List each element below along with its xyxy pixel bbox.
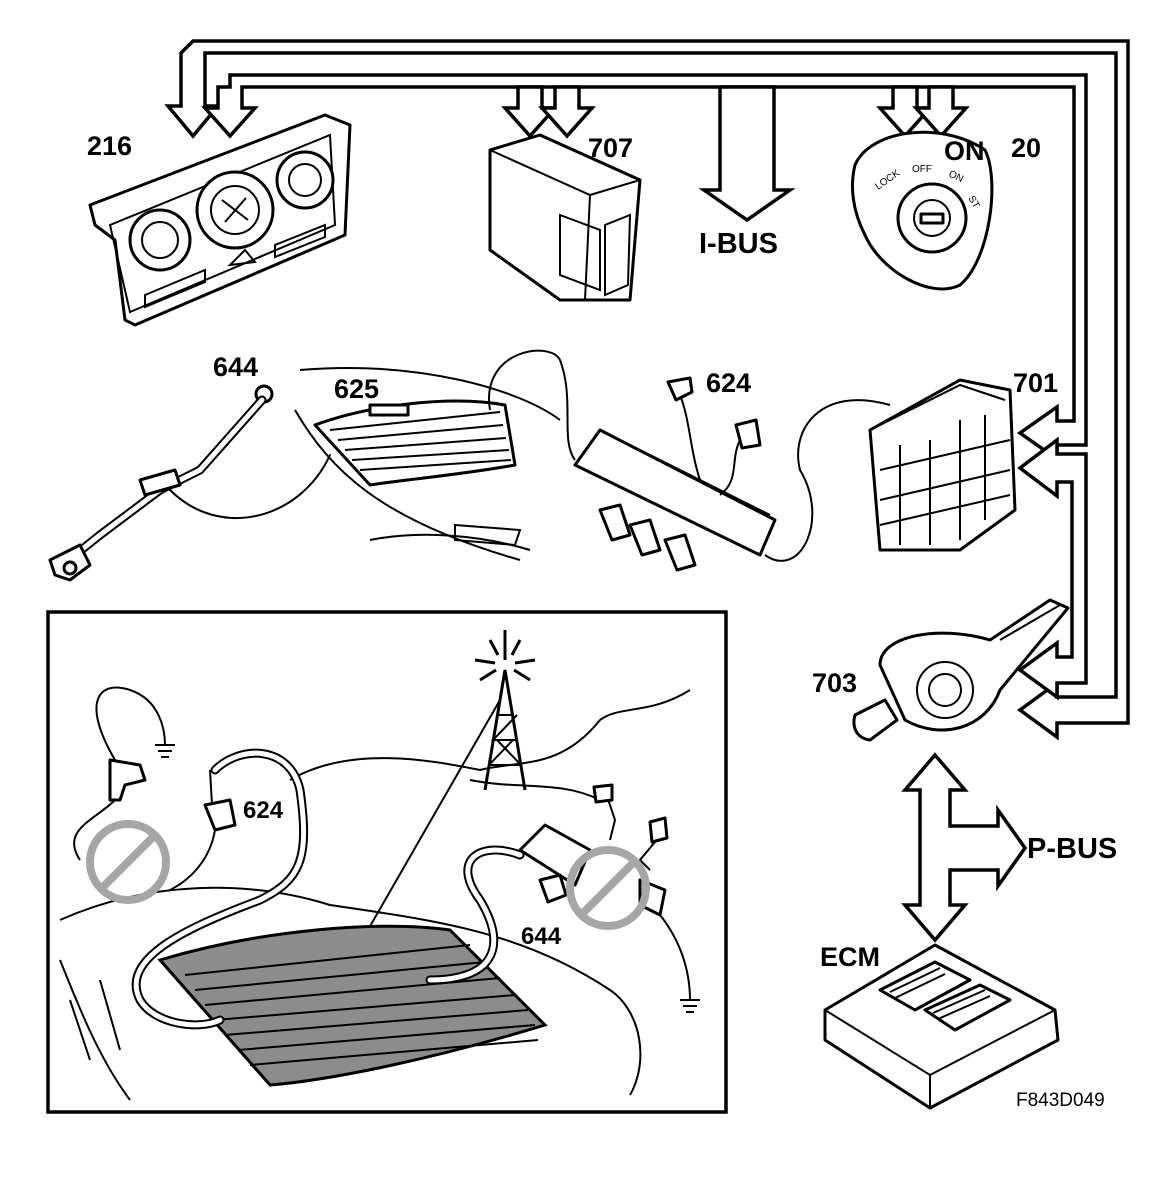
label-644-inset: 644 <box>521 923 562 950</box>
ignition-off-label: OFF <box>912 164 932 175</box>
prohibited-icon-left <box>86 820 170 904</box>
p-bus-arrow <box>901 752 1028 943</box>
steering-column-module-703 <box>852 598 1070 742</box>
inset-panel <box>46 610 728 1114</box>
label-707: 707 <box>588 133 633 163</box>
label-20: 20 <box>1011 133 1041 163</box>
outer-bus-arrow <box>164 39 1130 741</box>
arrow-to-701-lower <box>1017 436 1088 701</box>
label-624-top: 624 <box>706 368 751 398</box>
label-625: 625 <box>334 374 379 404</box>
fuse-box-701 <box>868 378 1017 552</box>
ignition-on-label: ON <box>944 136 985 166</box>
ignition-switch-20: LOCK OFF ON ST <box>850 130 994 291</box>
antenna-amplifier-624 <box>573 376 777 572</box>
label-624-inset: 624 <box>243 797 284 824</box>
label-644-top: 644 <box>213 352 258 382</box>
i-bus-label: I-BUS <box>699 228 778 260</box>
label-703: 703 <box>812 668 857 698</box>
arrow-to-20-b <box>912 85 970 139</box>
radio-mast <box>474 630 536 791</box>
arrow-to-707-a <box>501 85 559 139</box>
p-bus-label: P-BUS <box>1027 833 1117 865</box>
module-707 <box>488 133 642 302</box>
figure-code: F843D049 <box>1016 1090 1105 1111</box>
rear-window-625 <box>294 367 561 561</box>
arrow-to-707-b <box>538 85 596 139</box>
i-bus-arrow-network <box>164 39 1130 741</box>
i-bus-arrow <box>698 85 796 223</box>
climate-control-panel-216 <box>88 113 352 327</box>
ecm-label: ECM <box>820 942 880 972</box>
label-701: 701 <box>1013 368 1058 398</box>
ground-lead-644 <box>48 384 274 582</box>
engine-control-module <box>823 943 1060 1110</box>
prohibited-icon-right <box>566 846 650 930</box>
label-216: 216 <box>87 131 132 161</box>
